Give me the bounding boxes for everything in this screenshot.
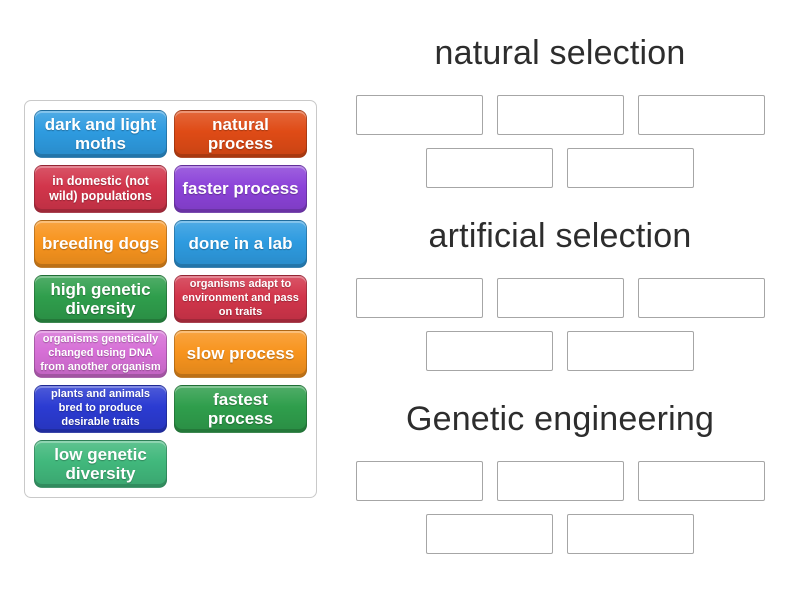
drop-slot-artificial-selection[interactable] bbox=[355, 277, 483, 318]
group-title-natural-selection: natural selection bbox=[434, 34, 686, 72]
drop-slot-genetic-engineering[interactable] bbox=[355, 460, 483, 501]
tile-faster-process[interactable]: faster process bbox=[174, 165, 307, 213]
tile-fastest-process[interactable]: fastest process bbox=[174, 385, 307, 433]
group-artificial-selection: artificial selection bbox=[350, 215, 770, 384]
tile-slow-process[interactable]: slow process bbox=[174, 330, 307, 378]
tile-low-genetic-diversity[interactable]: low genetic diversity bbox=[34, 440, 167, 488]
drop-slot-genetic-engineering[interactable] bbox=[567, 513, 694, 554]
tile-organisms-adapt[interactable]: organisms adapt to environment and pass … bbox=[174, 275, 307, 323]
slot-row bbox=[350, 513, 770, 554]
drop-slot-genetic-engineering[interactable] bbox=[496, 460, 624, 501]
tile-breeding-dogs[interactable]: breeding dogs bbox=[34, 220, 167, 268]
group-genetic-engineering: Genetic engineering bbox=[350, 398, 770, 567]
group-title-artificial-selection: artificial selection bbox=[428, 217, 692, 255]
tile-in-domestic-populations[interactable]: in domestic (not wild) populations bbox=[34, 165, 167, 213]
slot-row bbox=[350, 330, 770, 371]
drop-slot-natural-selection[interactable] bbox=[426, 147, 553, 188]
drop-slot-natural-selection[interactable] bbox=[355, 94, 483, 135]
tile-bred-desirable-traits[interactable]: plants and animals bred to produce desir… bbox=[34, 385, 167, 433]
slot-row bbox=[350, 147, 770, 188]
tile-natural-process[interactable]: natural process bbox=[174, 110, 307, 158]
slot-row bbox=[350, 460, 770, 501]
drop-slot-genetic-engineering[interactable] bbox=[637, 460, 765, 501]
tile-high-genetic-diversity[interactable]: high genetic diversity bbox=[34, 275, 167, 323]
tile-genetically-changed-dna[interactable]: organisms genetically changed using DNA … bbox=[34, 330, 167, 378]
tile-dark-and-light-moths[interactable]: dark and light moths bbox=[34, 110, 167, 158]
drop-slot-natural-selection[interactable] bbox=[637, 94, 765, 135]
drop-slot-genetic-engineering[interactable] bbox=[426, 513, 553, 554]
drop-slot-artificial-selection[interactable] bbox=[496, 277, 624, 318]
drop-slot-artificial-selection[interactable] bbox=[426, 330, 553, 371]
group-natural-selection: natural selection bbox=[350, 32, 770, 201]
drop-slot-artificial-selection[interactable] bbox=[637, 277, 765, 318]
group-title-genetic-engineering: Genetic engineering bbox=[405, 400, 715, 438]
drop-slot-natural-selection[interactable] bbox=[496, 94, 624, 135]
slot-row bbox=[350, 277, 770, 318]
tile-done-in-a-lab[interactable]: done in a lab bbox=[174, 220, 307, 268]
drop-slot-natural-selection[interactable] bbox=[567, 147, 694, 188]
drop-slot-artificial-selection[interactable] bbox=[567, 330, 694, 371]
slot-row bbox=[350, 94, 770, 135]
